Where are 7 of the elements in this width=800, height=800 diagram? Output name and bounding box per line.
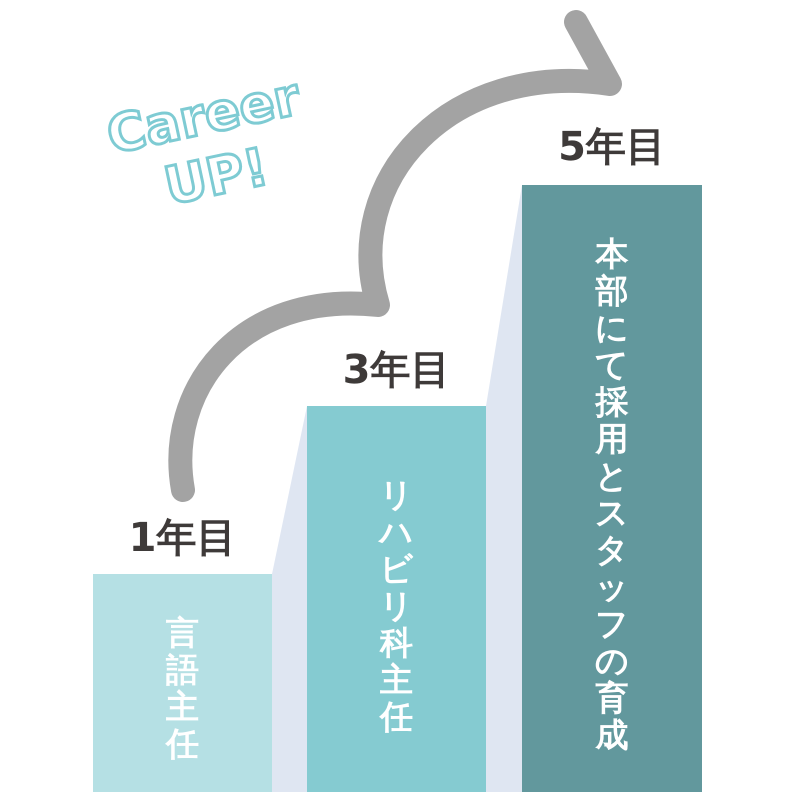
role-text: 言語主任 <box>164 614 200 762</box>
year-label: 1年目 <box>128 514 238 563</box>
year-label: 3年目 <box>342 346 452 395</box>
role-text: 本部にて採用とスタッフの育成 <box>594 235 630 753</box>
slogan-text: Career UP! <box>100 66 306 220</box>
year-label: 5年目 <box>557 123 667 172</box>
role-text: リハビリ科主任 <box>378 476 414 735</box>
